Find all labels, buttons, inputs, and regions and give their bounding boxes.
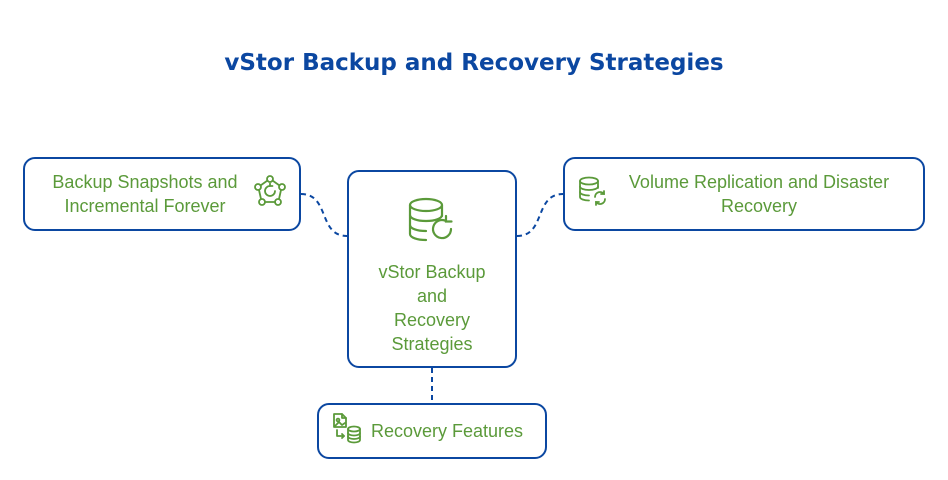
connector-right — [516, 193, 564, 237]
page-title: vStor Backup and Recovery Strategies — [224, 50, 724, 76]
node-backup-snapshots-label: Backup Snapshots and Incremental Forever — [52, 172, 238, 216]
file-to-database-icon — [331, 412, 363, 450]
node-backup-snapshots[interactable]: Backup Snapshots and Incremental Forever — [23, 157, 301, 231]
node-recovery-features[interactable]: Recovery Features — [317, 403, 547, 459]
node-central-label: vStor Backup and Recovery Strategies — [378, 262, 486, 354]
database-sync-icon — [577, 175, 609, 213]
node-volume-replication-label: Volume Replication and Disaster Recovery — [628, 172, 890, 216]
database-sync-icon — [406, 196, 458, 252]
network-refresh-icon — [253, 174, 287, 214]
node-volume-replication[interactable]: Volume Replication and Disaster Recovery — [563, 157, 925, 231]
connector-left — [300, 193, 348, 237]
node-central[interactable]: vStor Backup and Recovery Strategies — [347, 170, 517, 368]
node-recovery-features-label: Recovery Features — [370, 421, 524, 441]
